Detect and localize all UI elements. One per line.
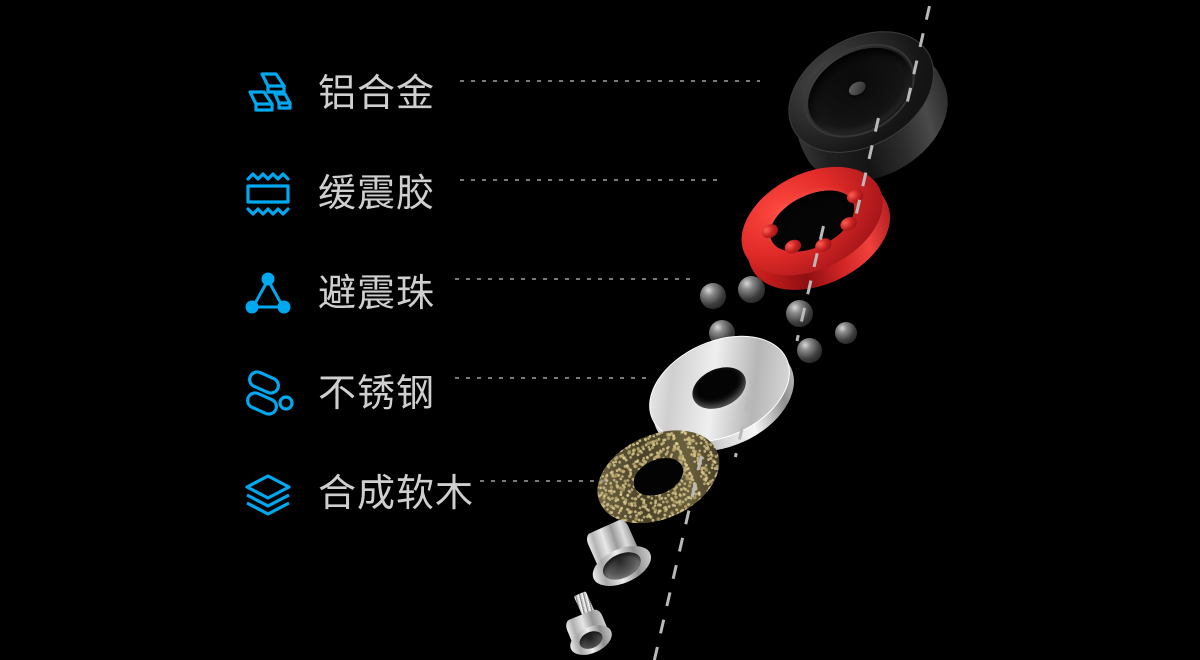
damping-bead: [738, 276, 765, 303]
legend-label-damping-rubber: 缓震胶: [318, 173, 436, 215]
legend-label-synthetic-cork: 合成软木: [318, 473, 475, 515]
damping-waves-icon: [246, 172, 290, 216]
leader-line-damping-beads: [455, 278, 690, 280]
legend-item-synthetic-cork[interactable]: 合成软木: [240, 444, 660, 544]
material-legend: 铝合金 缓震胶: [240, 44, 660, 544]
leader-line-damping-rubber: [460, 179, 718, 181]
legend-label-stainless-steel: 不锈钢: [318, 373, 436, 415]
legend-label-aluminum: 铝合金: [318, 73, 436, 115]
mounting-bolt-part: [552, 583, 628, 660]
capsule-pellets-icon: [246, 370, 294, 416]
stacked-layers-icon: [245, 474, 291, 516]
leader-line-aluminum: [460, 80, 760, 82]
ingot-bars-icon: [248, 72, 292, 112]
leader-line-synthetic-cork: [480, 480, 610, 482]
legend-label-damping-beads: 避震珠: [318, 273, 436, 315]
damping-bead: [797, 338, 822, 363]
legend-item-stainless-steel[interactable]: 不锈钢: [240, 344, 660, 444]
legend-item-aluminum[interactable]: 铝合金: [240, 44, 660, 144]
damping-bead: [700, 283, 726, 309]
damping-bead: [835, 322, 857, 344]
legend-item-damping-beads[interactable]: 避震珠: [240, 244, 660, 344]
leader-line-stainless-steel: [455, 377, 650, 379]
legend-item-damping-rubber[interactable]: 缓震胶: [240, 144, 660, 244]
bead-triangle-icon: [245, 272, 291, 314]
